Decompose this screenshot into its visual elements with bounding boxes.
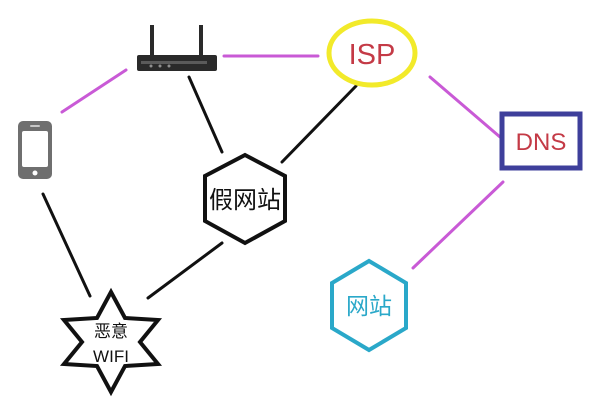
link-phone-router (60, 68, 128, 114)
malicious-wifi-label-line2: WIFI (93, 347, 129, 366)
dns-node: DNS (499, 111, 583, 171)
link-fakesite-wifi (146, 241, 224, 300)
link-router-fakesite (187, 75, 224, 154)
isp-label: ISP (349, 39, 396, 71)
phone-icon (18, 121, 52, 179)
router-icon (137, 25, 217, 71)
link-isp-dns (428, 75, 502, 139)
malicious-wifi-label-line1: 恶意 (94, 322, 128, 342)
link-phone-wifi (41, 192, 92, 298)
real-site-node: 网站 (330, 258, 408, 353)
malicious-wifi-node: 恶意 WIFI (59, 287, 163, 397)
real-site-label: 网站 (346, 294, 392, 320)
fake-site-label: 假网站 (209, 186, 281, 214)
link-dns-site (411, 180, 505, 270)
isp-node: ISP (326, 18, 418, 88)
dns-label: DNS (516, 129, 567, 156)
fake-site-node: 假网站 (203, 152, 287, 246)
link-isp-fakesite (280, 84, 358, 164)
